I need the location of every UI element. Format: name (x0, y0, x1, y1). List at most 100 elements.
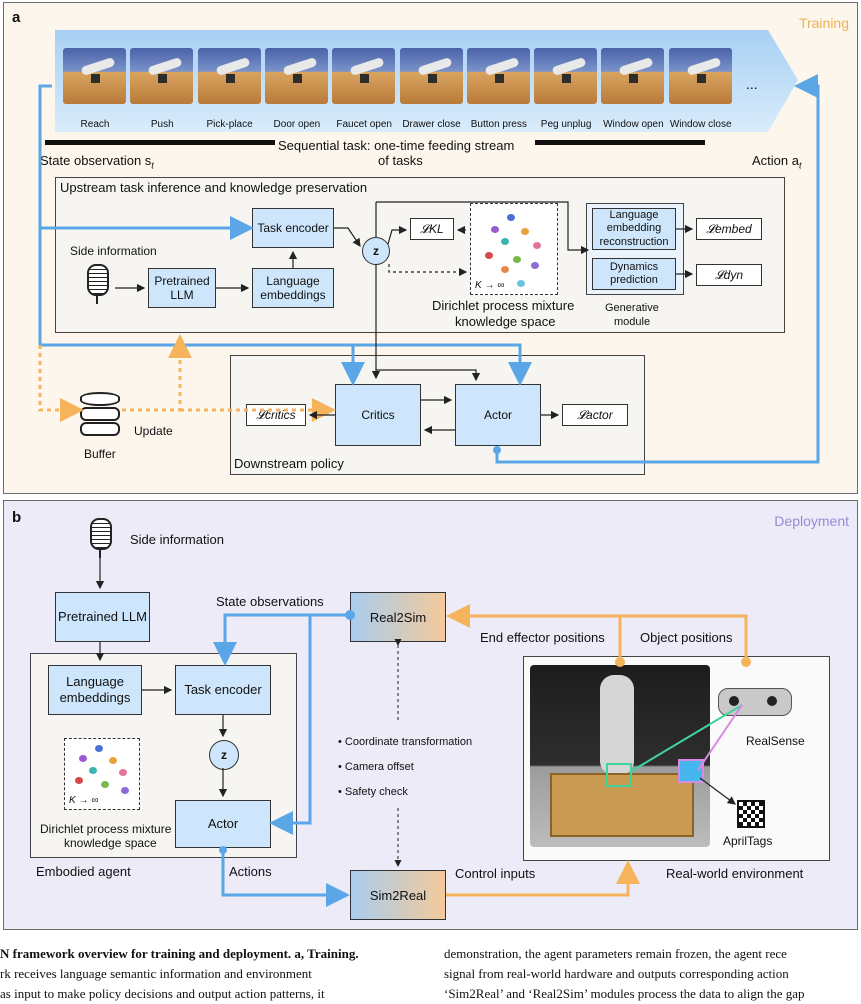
state-obs-dot (345, 610, 355, 620)
apriltag-arrow (699, 777, 736, 805)
state-observations-label: State observations (216, 594, 324, 609)
training-tag: Training (798, 15, 849, 31)
task-thumbnail (264, 48, 328, 104)
cluster-blob (501, 238, 509, 245)
microphone-icon (87, 264, 109, 296)
bullet-coordinate: • Coordinate transformation (338, 736, 473, 748)
bullet-camera: • Camera offset (338, 761, 414, 773)
actor-box-a: Actor (455, 384, 541, 446)
realsense-label: RealSense (746, 734, 805, 748)
caption-left-2: rk receives language semantic informatio… (0, 966, 312, 981)
object-icon (696, 74, 706, 83)
object-positions-arrow (620, 614, 748, 662)
buffer-in-arrow (38, 345, 84, 422)
microphone-stand-icon (96, 294, 98, 304)
task-thumbnail (399, 48, 463, 104)
cluster-blob (531, 262, 539, 269)
task-label: Faucet open (336, 119, 392, 130)
table-shape (550, 773, 694, 837)
task-thumbnail (197, 48, 261, 104)
task-label: Door open (273, 119, 321, 130)
task-label: Button press (470, 119, 527, 130)
task-thumbnail (466, 48, 530, 104)
z-to-kl (387, 225, 408, 245)
task-label: Window close (669, 119, 732, 130)
actor-output-dot (493, 446, 501, 454)
task-thumbnail (63, 48, 126, 104)
real2sim-to-encoder (213, 613, 350, 666)
object-icon (91, 74, 100, 83)
language-embeddings-a: Language embeddings (252, 268, 334, 308)
dp-label-b-2: knowledge space (64, 836, 157, 850)
bullet-safety: • Safety check (338, 786, 408, 798)
cluster-blob (89, 767, 97, 774)
cluster-blob (121, 787, 129, 794)
control-inputs-arrow (446, 860, 640, 897)
actions-arrow (221, 850, 350, 907)
task-thumbnail (601, 48, 665, 104)
camera-icon (718, 688, 792, 716)
cluster-blob (95, 745, 103, 752)
sim2real-box: Sim2Real (350, 870, 446, 920)
state-to-actor-arrow (353, 343, 532, 386)
dp-label-b: Dirichlet process mixture (40, 822, 172, 836)
cluster-blob (491, 226, 499, 233)
microphone-stand-icon (99, 548, 101, 558)
cluster-blob (507, 214, 515, 221)
state-observation-text: State observation s (40, 153, 152, 168)
task-label: Push (150, 119, 174, 130)
cluster-blob (119, 769, 127, 776)
dynamics-prediction: Dynamics prediction (592, 258, 676, 290)
object-icon (562, 74, 572, 83)
buffer-label: Buffer (84, 447, 116, 461)
loss-dyn: 𝓛dyn (696, 264, 762, 286)
caption-left-3: as input to make policy decisions and ou… (0, 986, 325, 1001)
pink-marker (678, 759, 704, 783)
loss-kl: 𝓛KL (410, 218, 454, 240)
sequential-task-line2: of tasks (378, 153, 423, 168)
bullet-text: Camera offset (344, 761, 414, 773)
end-effector-label: End effector positions (480, 630, 605, 645)
microphone-icon (90, 518, 112, 550)
k-infinity-a: K → ∞ (475, 280, 505, 291)
panel-a-label: a (12, 9, 21, 26)
side-info-label-b: Side information (130, 532, 224, 547)
k-infinity-b: K → ∞ (69, 795, 99, 806)
cluster-blob (501, 266, 509, 273)
buffer-update-arrow (122, 334, 192, 412)
action-return-arrow (495, 74, 820, 464)
generative-module-label-2: module (614, 316, 651, 328)
apriltag-icon (737, 800, 765, 828)
tasks-ellipsis: ... (746, 76, 758, 92)
sequential-task-text: Sequential task: one-time feeding stream (278, 138, 514, 154)
dp-label-a: Dirichlet process mixture (432, 298, 575, 313)
caption-right-1: demonstration, the agent parameters rema… (444, 946, 787, 961)
task-thumbnail (668, 48, 732, 104)
critics-box: Critics (335, 384, 421, 446)
robot-photo (530, 665, 710, 847)
state-to-critics-arrow (38, 228, 365, 386)
object-icon (292, 74, 302, 83)
bullet-list: • Coordinate transformation • Camera off… (338, 730, 472, 805)
panel-b-label: b (12, 509, 22, 526)
object-positions-label: Object positions (640, 630, 733, 645)
task-label: Reach (80, 119, 110, 130)
actor-box-b: Actor (175, 800, 271, 848)
apriltags-label: AprilTags (723, 834, 773, 848)
caption-right-3: ‘Sim2Real’ and ‘Real2Sim’ modules proces… (444, 986, 805, 1001)
task-encoder-b: Task encoder (175, 665, 271, 715)
latent-z-a: z (362, 237, 390, 265)
actions-label: Actions (229, 864, 272, 879)
loss-actor: 𝓛actor (562, 404, 628, 426)
action-sub: t (798, 160, 802, 171)
state-observation-label: State observation st (40, 153, 154, 172)
dp-mixture-a: K → ∞ (470, 203, 558, 295)
encoder-to-z (334, 227, 361, 247)
action-text: Action a (752, 153, 799, 168)
sequential-task-line1: Sequential task: one-time feeding stream (278, 138, 515, 153)
language-embeddings-b: Language embeddings (48, 665, 142, 715)
real-world-label: Real-world environment (666, 866, 804, 881)
bullet-text: Safety check (344, 786, 408, 798)
task-label: Drawer close (402, 119, 461, 130)
